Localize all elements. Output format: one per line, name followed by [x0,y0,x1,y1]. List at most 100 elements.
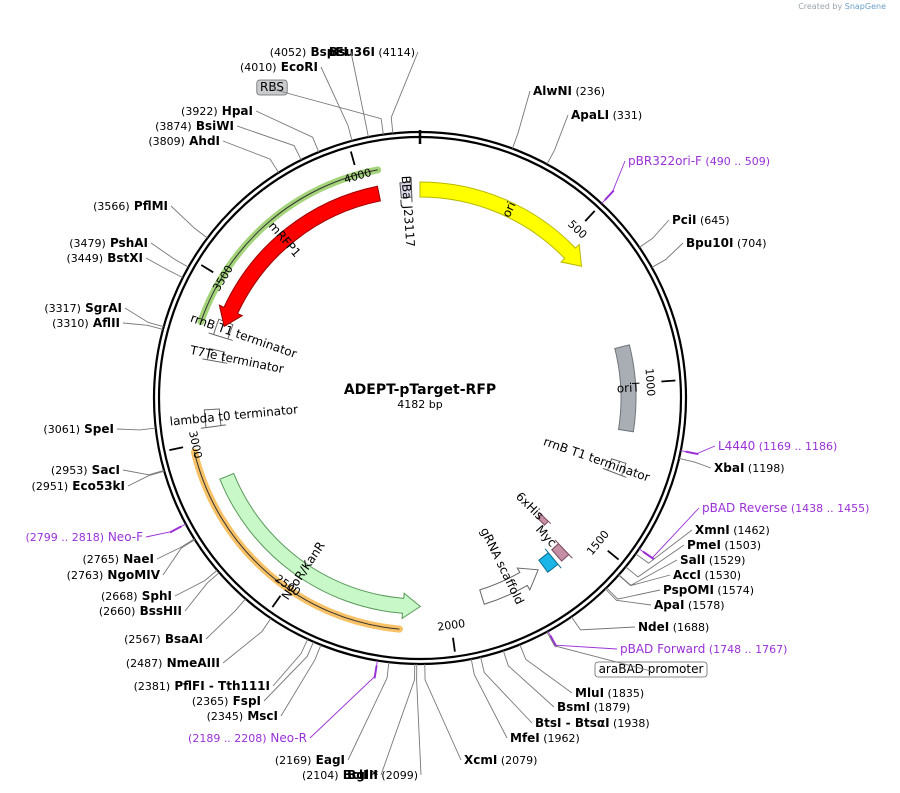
feature-rrnb-t1-right[interactable] [602,458,627,478]
feature-6xhis[interactable] [536,511,552,526]
primer-neo-r[interactable]: (2189 .. 2208) Neo-R [188,731,307,745]
primer-label-l4440: L4440 (1169 .. 1186) [718,439,837,453]
site-position: (3317) [44,302,81,315]
site-label-acci: AccI (1530) [673,568,741,582]
site-acci[interactable]: AccI (1530) [673,568,741,582]
feature-neor-kanr[interactable] [219,472,422,620]
site-name: SacI [88,463,121,477]
boxed-label-arabad-promoter[interactable]: araBAD promoter [594,661,708,678]
site-pflmi[interactable]: (3566) PflMI [93,199,168,213]
site-msci[interactable]: (2345) MscI [207,709,278,723]
site-label-ndei: NdeI (1688) [638,620,709,634]
leader-primer-neo-f [145,523,186,538]
site-bspei[interactable]: (4052) BspEI [270,45,348,59]
site-position: (1503) [721,539,761,552]
site-label-pcii: PciI (645) [672,213,730,227]
site-label-ecori: (4010) EcoRI [240,60,318,74]
site-name: ApaLI [571,108,609,122]
site-name: BsiWI [192,119,234,133]
site-name: NmeAIII [162,656,220,670]
site-bstxi[interactable]: (3449) BstXI [67,251,144,265]
site-label-naei: (2765) NaeI [83,552,155,566]
leader-site-xmni [635,529,693,564]
feature-orit[interactable] [614,344,637,433]
site-ngomiv[interactable]: (2763) NgoMIV [67,568,161,582]
site-label-aflii: (3310) AflII [52,316,120,330]
site-xmni[interactable]: XmnI (1462) [695,523,770,537]
tick-mark-4000 [350,151,356,166]
restriction-site-layer: Bsu36I (4114)(4052) BspEI(4010) EcoRI (39… [25,45,869,782]
halo-line-neo-halo [193,451,400,630]
site-aflii[interactable]: (3310) AflII [52,316,120,330]
site-xcmi[interactable]: XcmI (2079) [464,753,537,767]
site-mfei[interactable]: MfeI (1962) [510,731,580,745]
feature-grna-scaffold[interactable] [479,567,539,605]
site-pmei[interactable]: PmeI (1503) [687,538,761,552]
leader-site-alwni [511,90,531,149]
site-label-xbai: XbaI (1198) [714,461,784,475]
site-name: NgoMIV [103,568,160,582]
site-sgrai[interactable]: (3317) SgrAI [44,301,122,315]
site-sphi[interactable]: (2668) SphI [101,589,172,603]
site-eco53ki[interactable]: (2951) Eco53kI [32,479,125,493]
site-sali[interactable]: SalI (1529) [680,553,745,567]
site-pcii[interactable]: PciI (645) [672,213,730,227]
site-bsiwi[interactable]: (3874) BsiWI [155,119,234,133]
site-naei[interactable]: (2765) NaeI [83,552,155,566]
site-xbai[interactable]: XbaI (1198) [714,461,784,475]
site-bsmi[interactable]: BsmI (1879) [557,700,630,714]
site-label-ngomiv: (2763) NgoMIV [67,568,161,582]
site-bsu36i[interactable]: Bsu36I (4114) [329,45,415,59]
primer-neo-f[interactable]: (2799 .. 2818) Neo-F [25,530,143,544]
site-bsaai[interactable]: (2567) BsaAI [124,632,203,646]
site-btsi-bts-i[interactable]: BtsI - BtsαI (1938) [535,716,650,730]
site-pflfi-tth111i[interactable]: (2381) PflFI - Tth111I [134,679,270,693]
site-bpu10i[interactable]: Bpu10I (704) [686,236,767,250]
leader-site-bcli [380,663,416,776]
site-name: SphI [138,589,172,603]
site-pshai[interactable]: (3479) PshAI [69,236,148,250]
site-ecori[interactable]: (4010) EcoRI [240,60,318,74]
feature-grna-cas[interactable] [538,548,562,573]
site-hpai[interactable]: (3922) HpaI [181,104,253,118]
site-alwni[interactable]: AlwNI (236) [533,84,605,98]
feature-t7te[interactable] [202,348,228,364]
leader-site-saci [122,469,165,476]
feature-lambda-t0[interactable] [200,408,227,429]
site-eagi[interactable]: (2169) EagI [275,753,345,767]
boxed-label-text: araBAD promoter [599,662,704,676]
feature-bba-j23117[interactable] [399,177,413,203]
site-label-spei: (3061) SpeI [43,422,114,436]
site-apali[interactable]: ApaLI (331) [571,108,642,122]
site-nmeaiii[interactable]: (2487) NmeAIII [126,656,220,670]
feature-label-lambda-t0: lambda t0 terminator [169,402,299,428]
plasmid-name: ADEPT-pTarget-RFP [344,382,496,398]
feature-myc[interactable] [551,539,573,562]
site-ahdi[interactable]: (3809) AhdI [148,134,220,148]
leader-site-bsaai [205,598,246,640]
site-bcli[interactable]: (2104) BclI * [302,768,379,782]
leader-site-eagi [347,662,390,761]
primer-pbr322ori-f[interactable]: pBR322ori-F (490 .. 509) [628,154,770,168]
site-apai[interactable]: ApaI (1578) [654,598,725,612]
site-bsshii[interactable]: (2660) BssHII [99,604,182,618]
site-name: MluI [575,686,604,700]
boxed-label-rbs[interactable]: RBS [256,79,288,96]
leader-site-xcmi [424,663,462,761]
feature-ori[interactable] [419,181,583,267]
leader-site-sphi [174,569,218,597]
site-spei[interactable]: (3061) SpeI [43,422,114,436]
site-pspomi[interactable]: PspOMI (1574) [663,583,754,597]
site-ndei[interactable]: NdeI (1688) [638,620,709,634]
feature-mrfp1[interactable] [218,185,381,328]
site-bglii[interactable]: BglII (2099) [347,768,418,782]
site-mlui[interactable]: MluI (1835) [575,686,644,700]
site-label-pspomi: PspOMI (1574) [663,583,754,597]
plasmid-length: 4182 bp [397,398,442,411]
primer-l4440[interactable]: L4440 (1169 .. 1186) [718,439,837,453]
site-saci[interactable]: (2953) SacI [51,463,120,477]
site-fspi[interactable]: (2365) FspI [192,694,261,708]
leader-site-aflii [122,322,164,330]
primer-pbad-forward[interactable]: pBAD Forward (1748 .. 1767) [620,642,787,656]
primer-pbad-reverse[interactable]: pBAD Reverse (1438 .. 1455) [702,501,869,515]
